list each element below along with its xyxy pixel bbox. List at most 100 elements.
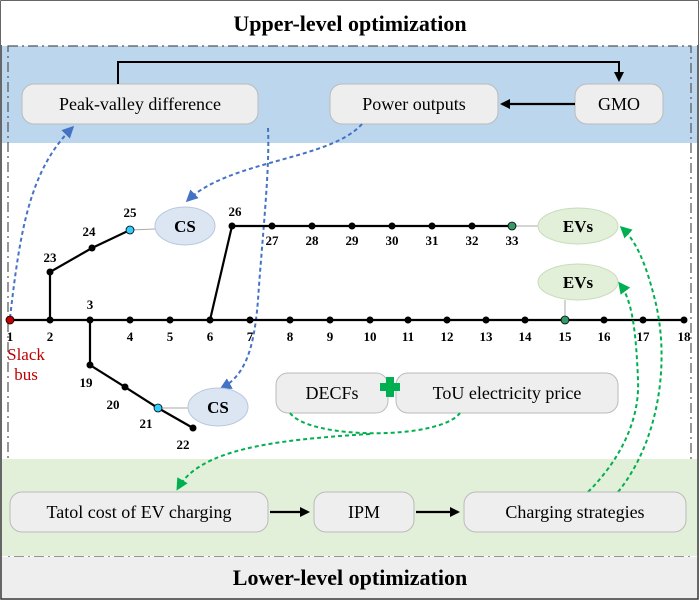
bus-node <box>639 316 647 324</box>
bus-node <box>86 316 94 324</box>
ipm-box <box>313 491 415 533</box>
bus-label: 22 <box>177 437 190 452</box>
bus-label: 23 <box>44 250 58 265</box>
ev-node-15 <box>560 315 570 325</box>
bus-node <box>46 268 54 276</box>
peak-to-gmo-arrow <box>117 61 624 84</box>
bus-label: 14 <box>519 329 533 344</box>
total-cost-box <box>9 491 269 533</box>
lower-title-bar <box>2 557 697 598</box>
bus-node <box>443 316 451 324</box>
cs-top-ellipse <box>154 206 216 246</box>
bus-label: 11 <box>402 329 414 344</box>
bus-label: 30 <box>386 233 399 248</box>
bus-label: 20 <box>107 397 120 412</box>
evs-bottom-label: EVs <box>563 273 594 292</box>
bus-node <box>600 316 608 324</box>
total-cost-label: Tatol cost of EV charging <box>46 502 231 522</box>
bus-node <box>348 222 356 230</box>
upper-title: Upper-level optimization <box>233 11 466 36</box>
power-to-cs-top-arrow <box>185 123 363 203</box>
bus-label: 16 <box>598 329 612 344</box>
strategies-to-evs-bottom-arrow <box>587 281 640 493</box>
power-outputs-label: Power outputs <box>362 94 466 114</box>
bus-node <box>121 383 129 391</box>
plus-icon <box>380 377 400 397</box>
bus-node <box>366 316 374 324</box>
evs-top-label: EVs <box>563 217 594 236</box>
bus-node <box>46 316 54 324</box>
bus-node <box>286 316 294 324</box>
ipm-label: IPM <box>348 502 380 522</box>
bus-label: 17 <box>637 329 651 344</box>
cs-top-label: CS <box>174 217 196 236</box>
bus-label: 25 <box>124 205 138 220</box>
cs-bottom-ellipse <box>187 387 249 427</box>
bus-label: 6 <box>207 329 214 344</box>
bus-label: 13 <box>480 329 494 344</box>
bus-label: 21 <box>140 416 153 431</box>
ev-node-33 <box>507 221 517 231</box>
bus-node <box>166 316 174 324</box>
bus-node <box>189 424 197 432</box>
charging-strategies-box <box>463 491 687 533</box>
bus-node <box>428 222 436 230</box>
bus-label: 28 <box>306 233 320 248</box>
bus-node <box>482 316 490 324</box>
evs-top-ellipse <box>537 207 619 245</box>
gmo-label: GMO <box>598 94 640 114</box>
bus-node <box>86 361 94 369</box>
lower-title: Lower-level optimization <box>233 565 467 590</box>
bus-node <box>326 316 334 324</box>
evs-bottom-ellipse <box>537 263 619 301</box>
bus-label: 19 <box>80 375 94 390</box>
combine-curve <box>289 412 461 435</box>
network-nodes <box>46 222 688 432</box>
bus-node <box>388 222 396 230</box>
bus-label: 31 <box>426 233 439 248</box>
bus-label: 33 <box>506 233 520 248</box>
bus-node <box>126 316 134 324</box>
bus-label: 29 <box>346 233 360 248</box>
tou-box <box>395 372 619 414</box>
bus-label: 27 <box>266 233 280 248</box>
strategies-to-evs-top-arrow <box>617 225 663 493</box>
upper-title-bar <box>1 1 698 45</box>
charging-strategies-label: Charging strategies <box>505 502 644 522</box>
decfs-label: DECFs <box>305 383 358 403</box>
bus-node <box>206 316 214 324</box>
slack-node <box>5 315 15 325</box>
slack-to-peak-arrow <box>9 125 75 319</box>
bus-node <box>246 316 254 324</box>
bus-label: 24 <box>83 224 97 239</box>
power-outputs-box <box>329 83 499 125</box>
bus-label: 12 <box>441 329 454 344</box>
bus-node <box>88 244 96 252</box>
bus-label: 26 <box>229 204 243 219</box>
bus-label: 5 <box>167 329 174 344</box>
bus-label: 18 <box>678 329 692 344</box>
bus-node <box>468 222 476 230</box>
bus-label: 15 <box>559 329 573 344</box>
bus-label: 7 <box>247 329 254 344</box>
bus-node <box>268 222 276 230</box>
bus-label: 2 <box>47 329 54 344</box>
bus-labels: 1 2 3 4 5 6 7 8 9 10 11 12 13 14 15 16 1… <box>7 204 691 452</box>
bus-label: 4 <box>127 329 134 344</box>
combine-to-cost-arrow <box>176 433 371 491</box>
slack-bus-label-line2: bus <box>14 365 38 384</box>
bus-node <box>680 316 688 324</box>
slack-bus-label-line1: Slack <box>7 345 45 364</box>
bus-node <box>228 222 236 230</box>
bus-node <box>521 316 529 324</box>
cs-node-25 <box>125 225 135 235</box>
bus-label: 32 <box>466 233 479 248</box>
bus-label: 3 <box>87 297 94 312</box>
peak-valley-box <box>21 83 259 125</box>
bus-label: 1 <box>7 329 14 344</box>
tou-label: ToU electricity price <box>433 383 582 403</box>
bus-label: 9 <box>327 329 334 344</box>
bus-node <box>308 222 316 230</box>
